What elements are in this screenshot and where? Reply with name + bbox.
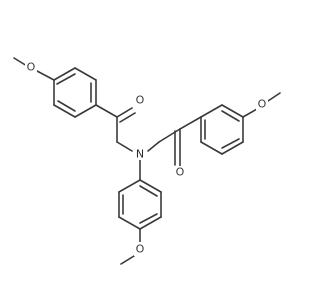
molecule-drawing: O O N O O O: [13, 57, 281, 265]
bond: [116, 107, 133, 118]
structure-canvas: O O N O O O: [13, 57, 281, 265]
bond: [95, 104, 118, 118]
bond: [267, 92, 281, 102]
bond: [139, 179, 162, 193]
bond: [200, 104, 223, 118]
bond: [200, 141, 223, 155]
bond: [74, 104, 97, 118]
bond: [139, 185, 158, 197]
bond: [74, 67, 97, 81]
bond: [139, 213, 158, 224]
bond: [119, 112, 136, 123]
bond: [116, 141, 133, 152]
bond: [53, 67, 76, 81]
bond: [53, 104, 76, 118]
ketone-oxygen-right: O: [176, 166, 185, 179]
ketone-oxygen-left: O: [136, 94, 145, 107]
bond: [13, 57, 28, 67]
bond: [179, 116, 202, 130]
bond: [158, 128, 181, 143]
bond: [221, 141, 244, 155]
bond: [57, 100, 76, 112]
bond: [36, 70, 55, 81]
bond: [221, 104, 244, 118]
methoxy-oxygen-bottom: O: [136, 243, 145, 256]
bond: [118, 216, 141, 230]
bond: [221, 138, 240, 149]
amine-nitrogen: N: [136, 148, 144, 161]
bond: [56, 73, 76, 85]
bond: [147, 141, 160, 152]
bond: [221, 110, 240, 122]
bond: [242, 108, 258, 118]
methoxy-oxygen-top: O: [27, 61, 36, 74]
methoxy-oxygen-right: O: [258, 98, 267, 111]
bond: [139, 216, 162, 230]
bond: [120, 255, 135, 265]
bond: [118, 179, 141, 193]
